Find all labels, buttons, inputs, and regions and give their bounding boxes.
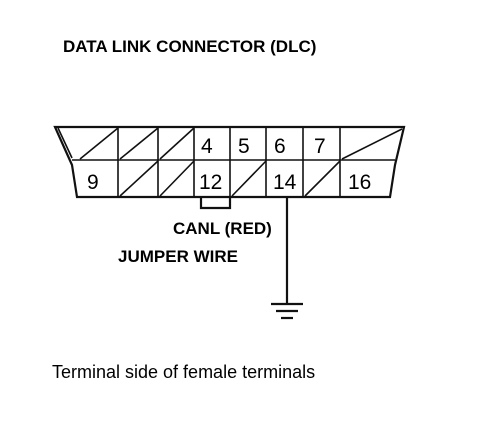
- pin-7-label: 7: [314, 135, 326, 158]
- jumper-wire-label: JUMPER WIRE: [118, 247, 238, 266]
- pin-12-label: 12: [199, 171, 222, 194]
- canl-label: CANL (RED): [173, 219, 272, 238]
- pin-numbers: 4 5 6 7 9 12 14 16: [87, 135, 371, 194]
- pin-4-label: 4: [201, 135, 213, 158]
- jumper-bracket: [199, 197, 232, 210]
- pin-16-label: 16: [348, 171, 371, 194]
- unused-terminal-hatches: [57, 127, 403, 197]
- bottom-row-dividers: [117, 160, 341, 197]
- top-row-dividers: [117, 127, 341, 160]
- caption: Terminal side of female terminals: [52, 362, 315, 382]
- pin-5-label: 5: [238, 135, 250, 158]
- ground-icon: [271, 302, 303, 320]
- pin-9-label: 9: [87, 171, 99, 194]
- diagram-title: DATA LINK CONNECTOR (DLC): [63, 37, 316, 56]
- connector-outline: [53, 125, 406, 199]
- pin-6-label: 6: [274, 135, 286, 158]
- pin-14-label: 14: [273, 171, 297, 194]
